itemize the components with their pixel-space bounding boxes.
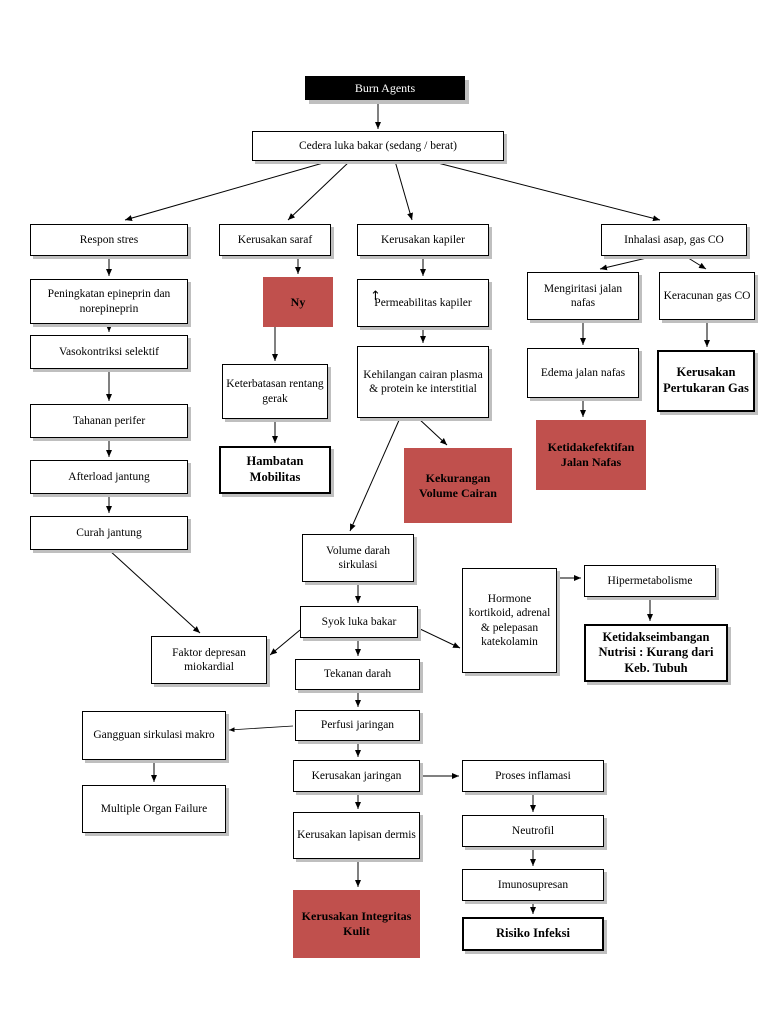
- node-label: Burn Agents: [354, 80, 416, 95]
- node-kerusakan_integritas[interactable]: Kerusakan Integritas Kulit: [293, 890, 420, 958]
- node-label: Multiple Organ Failure: [100, 802, 208, 815]
- node-afterload[interactable]: Afterload jantung: [30, 460, 188, 494]
- node-label: Kerusakan lapisan dermis: [297, 829, 416, 842]
- node-label: Kerusakan kapiler: [381, 233, 465, 246]
- node-keterbatasan[interactable]: Keterbatasan rentang gerak: [222, 364, 328, 419]
- node-kerusakan_jaringan[interactable]: Kerusakan jaringan: [293, 760, 420, 792]
- node-ketidakefektifan[interactable]: Ketidakefektifan Jalan Nafas: [536, 420, 646, 490]
- node-label: Tahanan perifer: [72, 414, 146, 427]
- node-ketidakseimbangan[interactable]: Ketidakseimbangan Nutrisi : Kurang dari …: [584, 624, 728, 682]
- node-label: Ny: [290, 294, 306, 309]
- node-label: Faktor depresan miokardial: [172, 646, 246, 673]
- node-label: Vasokontriksi selektif: [59, 345, 159, 358]
- node-vasokontriksi[interactable]: Vasokontriksi selektif: [30, 335, 188, 369]
- node-perfusi[interactable]: Perfusi jaringan: [295, 710, 420, 741]
- node-label: Respon stres: [79, 233, 139, 246]
- node-label: Kerusakan saraf: [237, 233, 313, 246]
- node-kerusakan_kapiler[interactable]: Kerusakan kapiler: [357, 224, 489, 256]
- node-hipermetabolisme[interactable]: Hipermetabolisme: [584, 565, 716, 597]
- node-label: Tekanan darah: [323, 668, 392, 681]
- node-kerusakan_pertukaran[interactable]: Kerusakan Pertukaran Gas: [657, 350, 755, 412]
- node-label: Gangguan sirkulasi makro: [93, 729, 215, 742]
- node-label: Edema jalan nafas: [540, 366, 626, 379]
- node-label: Hipermetabolisme: [607, 574, 693, 587]
- node-label: Hambatan Mobilitas: [246, 454, 304, 484]
- node-label: Ketidakseimbangan Nutrisi : Kurang dari …: [598, 629, 714, 675]
- node-risiko_infeksi[interactable]: Risiko Infeksi: [462, 917, 604, 951]
- node-keracunan_co[interactable]: Keracunan gas CO: [659, 272, 755, 320]
- node-label: Syok luka bakar: [321, 615, 397, 628]
- node-label: Ketidakefektifan Jalan Nafas: [547, 440, 635, 469]
- node-syok[interactable]: Syok luka bakar: [300, 606, 418, 638]
- node-ny[interactable]: Ny: [263, 277, 333, 327]
- node-multiple_organ[interactable]: Multiple Organ Failure: [82, 785, 226, 833]
- node-label: Cedera luka bakar (sedang / berat): [298, 139, 458, 152]
- node-inhalasi[interactable]: Inhalasi asap, gas CO: [601, 224, 747, 256]
- node-mengiritasi[interactable]: Mengiritasi jalan nafas: [527, 272, 639, 320]
- node-label: Peningkatan epineprin dan norepineprin: [47, 288, 171, 315]
- node-proses_inflamasi[interactable]: Proses inflamasi: [462, 760, 604, 792]
- node-label: Neutrofil: [511, 824, 555, 837]
- node-label: Perfusi jaringan: [320, 719, 395, 732]
- node-label: Kehilangan cairan plasma & protein ke in…: [363, 368, 483, 395]
- node-gangguan_sirkulasi[interactable]: Gangguan sirkulasi makro: [82, 711, 226, 760]
- node-respon_stres[interactable]: Respon stres: [30, 224, 188, 256]
- node-permeabilitas[interactable]: Permeabilitas kapiler: [357, 279, 489, 327]
- node-label: Keterbatasan rentang gerak: [226, 378, 324, 405]
- node-burn_agents[interactable]: Burn Agents: [305, 76, 465, 100]
- node-label: Inhalasi asap, gas CO: [624, 233, 724, 246]
- node-label: Proses inflamasi: [495, 769, 571, 782]
- node-kerusakan_lapisan[interactable]: Kerusakan lapisan dermis: [293, 812, 420, 859]
- node-label: Risiko Infeksi: [496, 926, 570, 941]
- node-label: Kerusakan jaringan: [311, 769, 402, 782]
- node-hormone[interactable]: Hormone kortikoid, adrenal & pelepasan k…: [462, 568, 557, 673]
- up-arrow-increase-icon: ↑: [370, 289, 381, 304]
- node-label: Hormone kortikoid, adrenal & pelepasan k…: [468, 592, 551, 648]
- node-label: Afterload jantung: [68, 470, 150, 483]
- node-tekanan_darah[interactable]: Tekanan darah: [295, 659, 420, 690]
- node-label: Imunosupresan: [497, 878, 569, 891]
- node-label: Kerusakan Pertukaran Gas: [663, 365, 749, 395]
- node-label: Mengiritasi jalan nafas: [543, 282, 623, 309]
- node-faktor_depresan[interactable]: Faktor depresan miokardial: [151, 636, 267, 684]
- node-label: Volume darah sirkulasi: [326, 544, 390, 571]
- node-cedera[interactable]: Cedera luka bakar (sedang / berat): [252, 131, 504, 161]
- node-tahanan_perifer[interactable]: Tahanan perifer: [30, 404, 188, 438]
- node-label: Kekurangan Volume Cairan: [419, 470, 497, 500]
- node-volume_darah[interactable]: Volume darah sirkulasi: [302, 534, 414, 582]
- node-kekurangan_volume[interactable]: Kekurangan Volume Cairan: [404, 448, 512, 523]
- node-hambatan_mobilitas[interactable]: Hambatan Mobilitas: [219, 446, 331, 494]
- node-imunosupresan[interactable]: Imunosupresan: [462, 869, 604, 901]
- node-label: Keracunan gas CO: [663, 289, 751, 302]
- node-peningkatan_epi[interactable]: Peningkatan epineprin dan norepineprin: [30, 279, 188, 324]
- node-kerusakan_saraf[interactable]: Kerusakan saraf: [219, 224, 331, 256]
- node-curah_jantung[interactable]: Curah jantung: [30, 516, 188, 550]
- node-label: Curah jantung: [76, 526, 142, 539]
- node-kehilangan_cairan[interactable]: Kehilangan cairan plasma & protein ke in…: [357, 346, 489, 418]
- node-edema_jalan[interactable]: Edema jalan nafas: [527, 348, 639, 398]
- node-neutrofil[interactable]: Neutrofil: [462, 815, 604, 847]
- node-label: Kerusakan Integritas Kulit: [301, 909, 412, 938]
- node-label: Permeabilitas kapiler: [374, 296, 472, 309]
